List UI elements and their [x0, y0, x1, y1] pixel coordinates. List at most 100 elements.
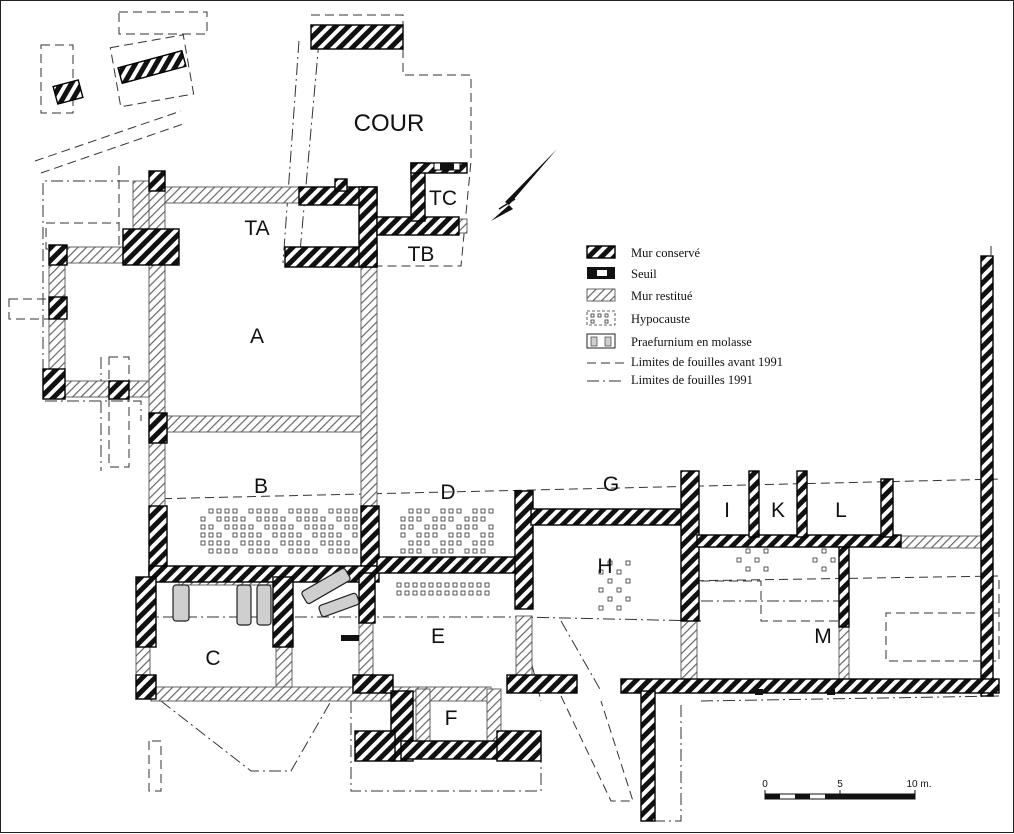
hypocaust-pila [480, 548, 486, 554]
hypocaust-pila [248, 540, 254, 546]
hypocaust-pila [464, 532, 470, 538]
hypocaust-pila [240, 532, 246, 538]
scale-tick-label: 0 [762, 779, 768, 790]
hypocaust-pila [208, 508, 214, 514]
hypocaust-pila [208, 540, 214, 546]
hypocaust-pila [464, 516, 470, 522]
hypocaust-pila [412, 582, 418, 588]
hypocaust-pila [344, 540, 350, 546]
hypocaust-pila [256, 532, 262, 538]
hypocaust-pila [352, 516, 358, 522]
hypocaust-pila [232, 508, 238, 514]
hypocaust-pila [432, 516, 438, 522]
hypocaust-pila [288, 548, 294, 554]
room-label-tb: TB [408, 243, 435, 266]
hypocaust-pila [240, 524, 246, 530]
north-arrow-icon [491, 149, 557, 221]
legend-symbol-hypocaust [586, 310, 616, 326]
hypocaust-pila [616, 587, 622, 593]
hypocaust-pila [216, 540, 222, 546]
hypocaust-pila [248, 532, 254, 538]
hypocaust-pila [812, 557, 818, 563]
hypocaust-pila [432, 532, 438, 538]
thresholds [341, 162, 835, 695]
hypocaust-pila [264, 508, 270, 514]
room-label-b: B [254, 475, 268, 498]
hypocaust-pila [745, 548, 751, 554]
hypocaust-pila [328, 508, 334, 514]
hypocaust-pila [400, 524, 406, 530]
hypocaust-pila [488, 540, 494, 546]
hypocaust-pila [625, 560, 631, 566]
hypocaust-pila [472, 524, 478, 530]
hypocaust-pila [484, 590, 490, 596]
hypocaust-pila [208, 524, 214, 530]
hypocaust-pila [240, 540, 246, 546]
hypocaust-pila [821, 566, 827, 572]
restored-walls [48, 180, 982, 742]
hypocaust-pila [428, 582, 434, 588]
hypocaust-pila [280, 524, 286, 530]
hypocaust-pila [456, 540, 462, 546]
scale-tick-label: 5 [837, 779, 843, 790]
hypocaust-pila [464, 548, 470, 554]
hypocaust-pila [304, 524, 310, 530]
hypocaust-pila [448, 540, 454, 546]
hypocaust-pilae [200, 508, 836, 611]
hypocaust-pila [224, 508, 230, 514]
hypocaust-pila [248, 524, 254, 530]
hypocaust-pila [424, 508, 430, 514]
room-label-d: D [440, 481, 455, 504]
hypocaust-pila [224, 524, 230, 530]
hypocaust-pila [416, 516, 422, 522]
hypocaust-pila [440, 508, 446, 514]
legend-label: Hypocauste [631, 312, 690, 326]
legend-label: Limites de fouilles avant 1991 [631, 355, 783, 369]
hypocaust-pila [436, 590, 442, 596]
hypocaust-pila [598, 569, 604, 575]
scale-tick-label: 10 m. [906, 779, 931, 790]
hypocaust-pila [440, 516, 446, 522]
room-label-cour: COUR [354, 110, 425, 137]
room-label-h: H [597, 555, 612, 578]
hypocaust-pila [296, 508, 302, 514]
hypocaust-pila [312, 508, 318, 514]
legend-label: Seuil [631, 267, 657, 281]
hypocaust-pila [480, 508, 486, 514]
hypocaust-pila [312, 532, 318, 538]
hypocaust-pila [452, 590, 458, 596]
hypocaust-pila [232, 532, 238, 538]
hypocaust-pila [396, 590, 402, 596]
room-label-i: I [724, 499, 730, 522]
hypocaust-pila [256, 548, 262, 554]
hypocaust-pila [288, 524, 294, 530]
hypocaust-pila [320, 516, 326, 522]
hypocaust-pila [288, 532, 294, 538]
hypocaust-pila [328, 524, 334, 530]
hypocaust-pila [224, 548, 230, 554]
hypocaust-pila [264, 524, 270, 530]
hypocaust-pila [607, 578, 613, 584]
hypocaust-pila [280, 532, 286, 538]
hypocaust-pila [216, 516, 222, 522]
hypocaust-pila [288, 508, 294, 514]
scale-bar: 0 5 10 m. [762, 779, 932, 800]
legend-symbol-restored-wall [586, 288, 616, 302]
hypocaust-pila [304, 540, 310, 546]
hypocaust-pila [420, 582, 426, 588]
hypocaust-pila [216, 548, 222, 554]
hypocaust-pila [408, 508, 414, 514]
room-label-l: L [835, 499, 847, 522]
hypocaust-pila [240, 516, 246, 522]
preserved-walls [42, 24, 1000, 822]
hypocaust-pila [607, 596, 613, 602]
room-label-f: F [445, 707, 458, 730]
hypocaust-pila [328, 540, 334, 546]
hypocaust-pila [296, 532, 302, 538]
hypocaust-pila [448, 508, 454, 514]
hypocaust-pila [408, 540, 414, 546]
hypocaust-pila [625, 578, 631, 584]
hypocaust-pila [272, 508, 278, 514]
room-label-ta: TA [244, 217, 269, 240]
hypocaust-pila [288, 540, 294, 546]
